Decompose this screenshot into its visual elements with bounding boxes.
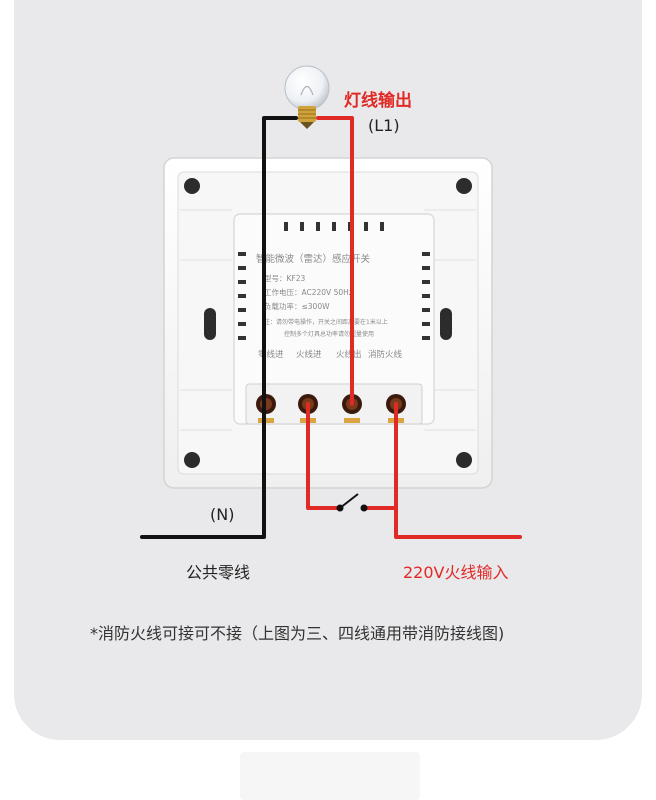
light-output-wire xyxy=(316,116,354,406)
switch-icon xyxy=(336,493,368,512)
module-note-1: 注：请勿带电操作，开关之间距离要在1米以上 xyxy=(264,318,388,326)
footnote: *消防火线可接可不接（上图为三、四线通用带消防接线图) xyxy=(90,624,505,643)
module-power: 负载功率：≤300W xyxy=(264,301,330,311)
live-input-wire xyxy=(306,402,340,510)
neutral-label: 公共零线 xyxy=(186,563,251,582)
sensor-module: 智能微波（雷达）感应开关 型号：KF23 工作电压：AC220V 50Hz 负载… xyxy=(233,213,435,425)
terminal-label: 火线出 xyxy=(336,349,362,360)
live-input-label: 220V火线输入 xyxy=(403,563,509,582)
module-title: 智能微波（雷达）感应开关 xyxy=(256,253,371,265)
module-note-2: 控制多个灯具总功率请勿超量使用 xyxy=(284,330,374,338)
live-input-wire xyxy=(394,506,522,539)
screw-hole-icon xyxy=(184,452,200,468)
terminal-label: 消防火线 xyxy=(368,349,403,360)
neutral-wire xyxy=(140,116,298,539)
module-model: 型号：KF23 xyxy=(264,274,306,283)
bottom-strip xyxy=(240,752,420,800)
terminal-label: 零线进 xyxy=(258,349,284,360)
light-bulb-icon xyxy=(284,65,330,129)
light-output-label: 灯线输出 xyxy=(344,91,412,111)
screw-hole-icon xyxy=(456,452,472,468)
module-voltage: 工作电压：AC220V 50Hz xyxy=(264,287,353,297)
n-label: (N) xyxy=(210,505,235,524)
screw-hole-icon xyxy=(456,178,472,194)
l1-label: (L1) xyxy=(368,116,400,135)
terminal-label: 火线进 xyxy=(296,349,322,360)
screw-hole-icon xyxy=(184,178,200,194)
